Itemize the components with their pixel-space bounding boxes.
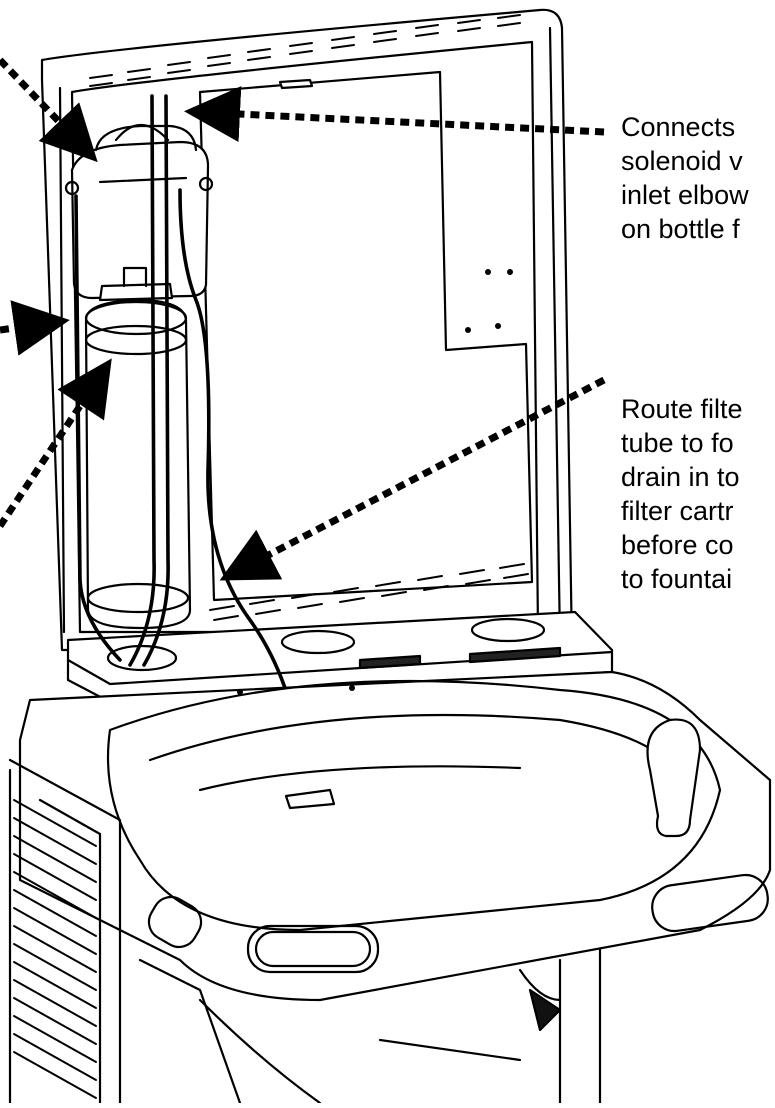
callout-line: solenoid v <box>621 146 743 176</box>
callout-line: on bottle f <box>621 214 740 244</box>
louvers <box>13 799 97 1099</box>
bottom-slots <box>209 563 529 621</box>
callout-line: filter cartr <box>621 496 734 526</box>
callout-line: before co <box>621 530 734 560</box>
leader-arrow-solenoid <box>184 86 605 143</box>
callout-solenoid-connection: Connects solenoid v inlet elbow on bottl… <box>621 110 749 246</box>
water-tubes <box>74 94 308 802</box>
callout-line: to fountai <box>621 564 733 594</box>
leader-arrow-left-mid <box>0 300 70 356</box>
leader-arrow-left-bottom <box>0 358 112 528</box>
leader-arrows <box>0 57 606 581</box>
leader-arrow-drain-tube <box>219 376 606 581</box>
lower-cabinet <box>8 758 602 1105</box>
fountain-basin <box>18 670 772 1002</box>
callout-line: Route filte <box>621 394 743 424</box>
screw-holes <box>237 269 513 695</box>
callout-line: inlet elbow <box>621 180 749 210</box>
callout-line: drain in to <box>621 462 740 492</box>
callout-line: tube to fo <box>621 428 734 458</box>
leader-arrow-left-top <box>0 57 98 163</box>
callout-line: Connects <box>621 112 736 142</box>
callout-route-filter-tube: Route filte tube to fo drain in to filte… <box>621 392 743 596</box>
filter-cartridge <box>84 266 192 630</box>
top-slots <box>89 14 521 87</box>
